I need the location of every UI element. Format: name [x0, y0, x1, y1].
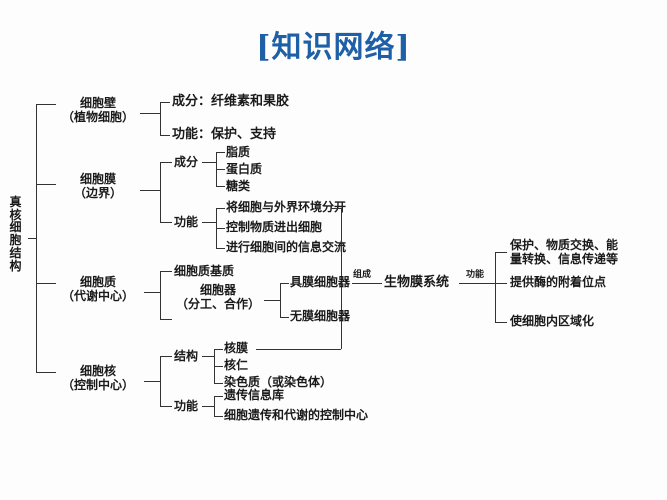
edge-label-function: 功能 [466, 270, 485, 280]
node-cell-membrane-line1: 细胞膜 [79, 172, 116, 186]
node-membrane-organelle: 具膜细胞器 [290, 275, 351, 289]
cytoplasm-stem-line [144, 292, 160, 293]
nucleus-structure-arm-3 [214, 383, 223, 384]
organelle-bracket [280, 283, 281, 317]
membrane-system-function-arm-2 [495, 283, 507, 284]
membrane-system-out-edge-line [459, 283, 495, 284]
node-nonmembrane-organelle: 无膜细胞器 [290, 309, 351, 323]
node-cell-wall: 细胞壁 （植物细胞） [56, 96, 140, 124]
membrane-system-in-edge-line [352, 283, 382, 284]
node-nucleus: 细胞核 （控制中心） [52, 364, 144, 392]
node-cytoplasm-matrix: 细胞质基质 [174, 264, 235, 278]
node-organelle: 细胞器 （分工、合作） [172, 283, 264, 311]
node-info-exchange: 进行细胞间的信息交流 [226, 240, 347, 254]
cell-membrane-bracket [160, 162, 161, 222]
cell-wall-bracket [160, 102, 161, 135]
node-cell-wall-composition: 成分：纤维素和果胶 [172, 94, 290, 109]
membrane-composition-arm-3 [216, 186, 225, 187]
nucleus-function-bracket [214, 396, 215, 416]
root-arm-cytoplasm [36, 283, 56, 284]
node-cell-membrane-line2: （边界） [73, 186, 122, 201]
nucleus-bracket-arm-1 [160, 356, 172, 357]
node-genetic-metabolism-center: 细胞遗传和代谢的控制中心 [224, 408, 369, 422]
node-nuclear-membrane: 核膜 [224, 341, 249, 355]
node-organelle-line2: （分工、合作） [175, 297, 260, 312]
organelle-stem-line [264, 300, 280, 301]
node-cell-wall-line1: 细胞壁 [79, 96, 116, 110]
node-cell-wall-function: 功能：保护、支持 [172, 127, 277, 142]
root-arm-nucleus [36, 372, 56, 373]
root-node-label: 真核细胞结构 [9, 195, 22, 273]
cytoplasm-bracket-arm-1 [160, 271, 172, 272]
cell-wall-bracket-arm-1 [160, 102, 170, 103]
node-nucleus-line1: 细胞核 [79, 364, 116, 378]
root-stem-line [28, 238, 36, 239]
membrane-system-function-arm-3 [495, 322, 507, 323]
node-membrane-function-2: 提供酶的附着位点 [510, 275, 607, 289]
organelle-arm-2 [280, 317, 289, 318]
node-membrane-function-1: 保护、物质交换、能 量转换、信息传递等 [510, 238, 618, 266]
membrane-system-function-arm-1 [495, 252, 507, 253]
node-nucleus-function-label: 功能 [174, 399, 199, 413]
root-trunk-line [36, 104, 37, 372]
node-membrane-function-1-line1: 保护、物质交换、能 [510, 238, 619, 252]
membrane-function-arm-3 [216, 248, 225, 249]
node-cell-membrane: 细胞膜 （边界） [56, 172, 140, 200]
node-nucleolus: 核仁 [224, 358, 249, 372]
node-nucleus-line2: （控制中心） [61, 378, 134, 393]
membrane-composition-arm-1 [216, 152, 225, 153]
membrane-composition-stem [202, 162, 216, 163]
cytoplasm-bracket [160, 271, 161, 319]
membrane-collector-vertical-line [341, 208, 342, 349]
nucleus-function-arm-1 [214, 396, 223, 397]
nucleus-structure-stem [202, 356, 214, 357]
node-genetic-info-bank: 遗传信息库 [224, 388, 285, 402]
membrane-collector-top-line [331, 208, 341, 209]
nucleus-bracket [160, 356, 161, 406]
organelle-arm-1 [280, 283, 289, 284]
node-nucleus-structure-label: 结构 [174, 349, 199, 363]
node-control-substance: 控制物质进出细胞 [226, 220, 323, 234]
node-membrane-system: 生物膜系统 [384, 275, 450, 290]
membrane-function-stem [202, 222, 216, 223]
node-membrane-function-1-line2: 量转换、信息传递等 [510, 252, 619, 267]
node-membrane-function-label: 功能 [174, 215, 199, 229]
membrane-function-arm-2 [216, 228, 225, 229]
cell-membrane-bracket-arm-2 [160, 222, 172, 223]
nucleus-structure-arm-1 [214, 349, 223, 350]
cell-wall-stem-line [140, 113, 160, 114]
root-arm-cell-membrane [36, 184, 56, 185]
nucleus-stem-line [144, 381, 160, 382]
node-membrane-function-3: 使细胞内区域化 [510, 314, 595, 328]
node-organelle-line1: 细胞器 [199, 283, 236, 297]
root-arm-cell-wall [36, 104, 56, 105]
node-membrane-composition-label: 成分 [174, 155, 199, 169]
nucleus-structure-arm-2 [214, 366, 223, 367]
membrane-composition-arm-2 [216, 169, 225, 170]
node-cytoplasm-line2: （代谢中心） [61, 289, 134, 304]
membrane-function-arm-1 [216, 208, 225, 209]
membrane-system-functions-bracket [495, 252, 496, 322]
cytoplasm-bracket-arm-2 [160, 319, 172, 320]
cell-wall-bracket-arm-2 [160, 135, 170, 136]
cell-membrane-bracket-arm-1 [160, 162, 172, 163]
node-protein: 蛋白质 [226, 162, 263, 176]
edge-label-composition: 组成 [353, 270, 372, 280]
node-chromatin: 染色质（或染色体） [224, 375, 333, 389]
node-separate-cell-env: 将细胞与外界环境分开 [226, 200, 347, 214]
node-sugar: 糖类 [226, 179, 251, 193]
node-lipid: 脂质 [226, 145, 251, 159]
nucleus-function-stem [202, 406, 214, 407]
node-cell-wall-line2: （植物细胞） [61, 110, 134, 125]
node-cytoplasm: 细胞质 （代谢中心） [52, 275, 144, 303]
page-title: [知识网络] [256, 30, 411, 65]
node-cytoplasm-line1: 细胞质 [79, 275, 116, 289]
nucleus-function-arm-2 [214, 416, 223, 417]
cell-membrane-stem-line [140, 190, 160, 191]
nucleus-bracket-arm-2 [160, 406, 172, 407]
nuclear-membrane-collector-line [256, 349, 341, 350]
